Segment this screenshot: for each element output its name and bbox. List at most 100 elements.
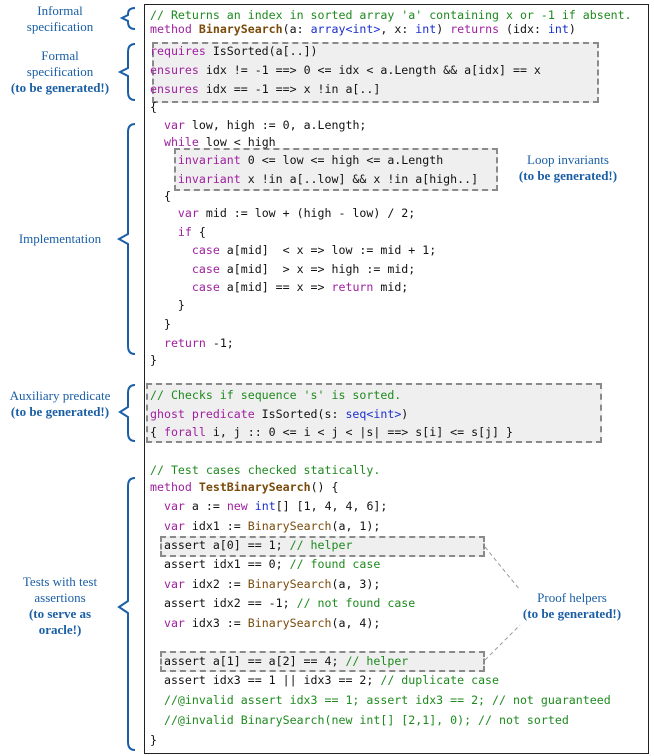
code-line-case-gt: case a[mid] > x => high := mid; <box>150 262 415 276</box>
code-token: ) <box>401 407 409 421</box>
code-line-if-close: } <box>150 298 185 312</box>
code-token: () { <box>310 480 339 494</box>
code-token: idx == -1 ==> x !in a[..] <box>198 82 381 96</box>
tests-line-2: assertions <box>34 590 86 605</box>
code-token: (a, 4); <box>331 616 381 630</box>
code-token <box>150 519 164 533</box>
proof-line: Proof helpers <box>537 590 607 605</box>
code-token: 0 <= low <= high <= a.Length <box>240 153 444 167</box>
code-token <box>150 262 192 276</box>
code-line-comment-tests: // Test cases checked statically. <box>150 463 380 477</box>
code-token: new <box>226 499 248 513</box>
bracket-formal <box>117 43 136 101</box>
code-token: assert idx1 == 0; <box>150 557 290 571</box>
code-line-method-close: } <box>150 353 157 367</box>
code-token: //@invalid BinarySearch(new int[] [2,1],… <box>150 713 569 727</box>
code-token: invariant <box>177 172 241 186</box>
code-token: { <box>150 100 157 114</box>
code-line-comment-sorted: // Checks if sequence 's' is sorted. <box>150 388 401 402</box>
code-line-assert-idx3: assert idx3 == 1 || idx3 == 2; // duplic… <box>150 673 499 687</box>
code-token: var <box>177 206 199 220</box>
informal-spec-label: Informal specification <box>2 3 118 35</box>
code-token <box>150 336 164 350</box>
code-token: ghost predicate <box>150 407 255 421</box>
bracket-aux <box>118 384 136 442</box>
code-token: returns <box>450 22 500 36</box>
code-line-loop-open: { <box>150 189 171 203</box>
aux-gen-note: (to be generated!) <box>10 404 110 419</box>
loop-inv-gen-note: (to be generated!) <box>518 168 618 183</box>
code-line-requires-clause: requires IsSorted(a[..]) <box>150 44 318 58</box>
code-token: var <box>163 499 185 513</box>
code-line-ensures-clause-1: ensures idx != -1 ==> 0 <= idx < a.Lengt… <box>150 63 541 77</box>
proof-gen-note: (to be generated!) <box>522 606 622 621</box>
code-token: return <box>163 336 206 350</box>
code-token: (idx: <box>499 22 548 36</box>
code-token: return <box>331 280 374 294</box>
code-token: mid; <box>373 280 409 294</box>
code-line-assert-idx2: assert idx2 == -1; // not found case <box>150 596 415 610</box>
code-token: } <box>150 298 185 312</box>
code-token: // helper <box>289 538 353 552</box>
code-token: a[mid] < x => low := mid + 1; <box>219 243 437 257</box>
code-token: assert a[0] == 1; <box>150 538 290 552</box>
tests-oracle-2: oracle!) <box>38 622 82 637</box>
bracket-implementation <box>116 123 136 355</box>
code-token: ensures <box>150 63 199 77</box>
code-token <box>150 577 164 591</box>
code-token <box>150 616 164 630</box>
code-token: { <box>150 189 171 203</box>
code-line-ghost-predicate: ghost predicate IsSorted(s: seq<int>) <box>150 407 408 421</box>
code-line-invalid-2: //@invalid BinarySearch(new int[] [2,1],… <box>150 713 569 727</box>
code-token: method <box>150 22 199 36</box>
code-line-invariant-2: invariant x !in a[..low] && x !in a[high… <box>150 172 478 186</box>
code-token: // Returns an index in sorted array 'a' … <box>150 8 632 22</box>
implementation-label: Implementation <box>2 231 118 247</box>
code-token <box>150 153 178 167</box>
code-line-return-minus-one: return -1; <box>150 336 234 350</box>
code-line-open-brace: { <box>150 100 157 114</box>
code-line-assert-helper-2: assert a[1] == a[2] == 4; // helper <box>150 654 408 668</box>
loop-invariant-box <box>174 148 498 191</box>
code-token <box>150 499 164 513</box>
code-line-mid-decl: var mid := low + (high - low) / 2; <box>150 206 415 220</box>
tests-oracle-1: (to serve as <box>28 606 92 621</box>
code-line-invariant-1: invariant 0 <= low <= high <= a.Length <box>150 153 443 167</box>
formal-spec-box <box>152 42 599 103</box>
bracket-informal <box>119 7 136 30</box>
code-line-test-method-signature: method TestBinarySearch() { <box>150 480 338 494</box>
bracket-tests <box>117 477 136 751</box>
code-token: a := <box>184 499 227 513</box>
code-token: -1; <box>205 336 234 350</box>
code-token: invariant <box>177 153 241 167</box>
proof-helper-box-1 <box>160 536 485 557</box>
code-token: IsSorted(a[..]) <box>205 44 318 58</box>
code-token: var <box>163 118 185 132</box>
tests-line-1: Tests with test <box>22 574 98 589</box>
code-token: array<int> <box>310 22 381 36</box>
code-token: requires <box>150 44 206 58</box>
code-line-comment-informal: // Returns an index in sorted array 'a' … <box>150 8 632 22</box>
code-line-assert-idx1: assert idx1 == 0; // found case <box>150 557 380 571</box>
code-line-var-decl: var low, high := 0, a.Length; <box>150 118 366 132</box>
code-token: } <box>150 317 171 331</box>
formal-line-2: specification <box>26 64 94 79</box>
code-token <box>150 206 178 220</box>
code-line-idx2-decl: var idx2 := BinarySearch(a, 3); <box>150 577 380 591</box>
loop-invariant-label: Loop invariants (to be generated!) <box>506 152 630 184</box>
code-token: // Test cases checked statically. <box>150 463 381 477</box>
code-token: seq<int> <box>345 407 402 421</box>
code-token: method <box>150 480 199 494</box>
code-token: a[mid] == x => <box>219 280 332 294</box>
code-line-test-close: } <box>150 733 157 747</box>
code-token: // not found case <box>296 596 416 610</box>
code-token: IsSorted(s: <box>254 407 346 421</box>
proof-helper-box-2 <box>160 651 485 672</box>
code-token: var <box>163 577 185 591</box>
code-token: // Checks if sequence 's' is sorted. <box>150 388 402 402</box>
code-token: mid := low + (high - low) / 2; <box>198 206 416 220</box>
code-token: int <box>547 22 569 36</box>
code-token: TestBinarySearch <box>198 480 311 494</box>
code-panel <box>144 4 649 754</box>
code-token: { <box>191 225 206 239</box>
